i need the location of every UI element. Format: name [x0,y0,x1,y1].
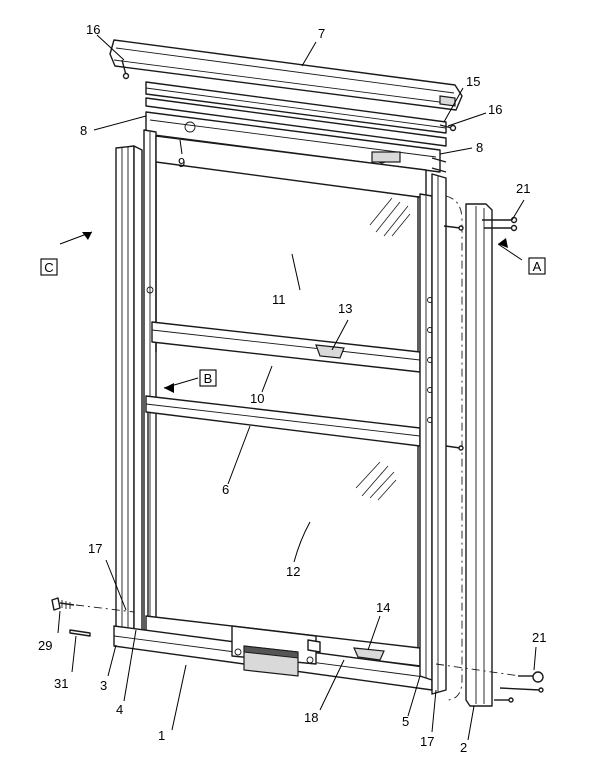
top-rail-part-15 [145,81,447,147]
pin-part-31 [69,629,91,637]
callout-3: 3 [100,678,107,693]
screw-part-21-upper [443,216,518,451]
screw-part-21-lower [494,671,544,703]
callout-21: 21 [532,630,546,645]
callout-11: 11 [272,292,286,307]
callout-6: 6 [222,482,229,497]
axis-line-right [435,663,521,677]
weatherstrip-outline [445,195,463,701]
callout-31: 31 [54,676,68,691]
right-jamb-part-2 [431,173,493,707]
view-arrows [82,232,508,393]
callout-10: 10 [250,391,264,406]
callout-9: 9 [178,155,185,170]
view-ref-b: B [199,369,217,387]
callout-15: 15 [466,74,480,89]
leader-lines [57,34,537,741]
pin-part-16 [121,59,457,132]
callout-7: 7 [318,26,325,41]
right-sash-stile-part-5 [419,193,433,681]
callout-14: 14 [376,600,390,615]
callout-16: 16 [488,102,502,117]
left-sash-stile-part-4 [143,129,157,631]
lower-sash-part-12 [147,412,419,650]
screw-part-8 [431,157,447,173]
view-ref-c: C [40,258,58,276]
top-cover-part-7 [109,39,463,111]
left-jamb-part-3 [115,145,143,645]
screw-part-29 [51,597,75,611]
callout-18: 18 [304,710,318,725]
callout-8: 8 [80,123,87,138]
callout-2: 2 [460,740,467,755]
callout-4: 4 [116,702,123,717]
svg-text:B: B [204,371,213,386]
latch-part-18 [231,625,321,677]
callout-1: 1 [158,728,165,743]
callout-8: 8 [476,140,483,155]
callout-labels: 16 7 15 16 8 8 9 21 11 13 10 6 12 17 14 … [38,22,546,755]
callout-5: 5 [402,714,409,729]
svg-text:A: A [533,259,542,274]
callout-16: 16 [86,22,100,37]
callout-29: 29 [38,638,52,653]
callout-12: 12 [286,564,300,579]
callout-21: 21 [516,181,530,196]
meeting-rail-part-13 [151,321,421,373]
svg-text:C: C [44,260,53,275]
lower-sash-top-rail-part-10 [145,395,421,447]
view-ref-a: A [528,257,546,275]
callout-17: 17 [420,734,434,749]
callout-13: 13 [338,301,352,316]
axis-line-left [75,604,135,613]
callout-17: 17 [88,541,102,556]
